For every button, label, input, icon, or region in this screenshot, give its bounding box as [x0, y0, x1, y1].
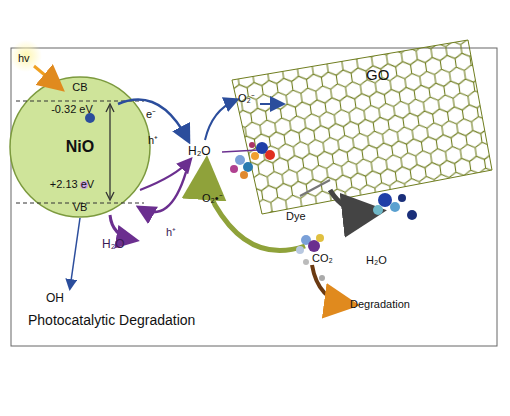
node-text: VB: [73, 201, 88, 214]
caption-text: Photocatalytic Degradation: [28, 312, 195, 328]
chemical-label: h⁺: [166, 226, 176, 239]
chemical-label: O₂•⁻: [202, 192, 223, 205]
node-text: CB: [72, 81, 87, 94]
chemical-label: Dye: [286, 210, 306, 223]
chemical-label: CO₂: [312, 252, 333, 265]
node-text: GO: [366, 66, 389, 83]
semiconductor-circle: CB -0.32 eV NiO +2.13 eV VB: [10, 77, 150, 217]
chemical-label: hv: [18, 52, 30, 65]
chemical-label: e⁻: [146, 108, 156, 121]
graphene-sheet: GO: [232, 40, 492, 215]
chemical-label: O₂⁻: [238, 92, 255, 105]
node-text: +2.13 eV: [50, 178, 94, 191]
node-text: NiO: [66, 138, 94, 156]
chemical-label: Degradation: [350, 298, 410, 311]
chemical-label: OH: [46, 292, 64, 306]
chemical-label: H₂O: [102, 238, 125, 252]
chemical-label: H₂O: [366, 254, 387, 267]
node-text: -0.32 eV: [51, 103, 93, 116]
chemical-label: H₂O: [188, 145, 211, 159]
chemical-label: h⁺: [148, 134, 158, 147]
